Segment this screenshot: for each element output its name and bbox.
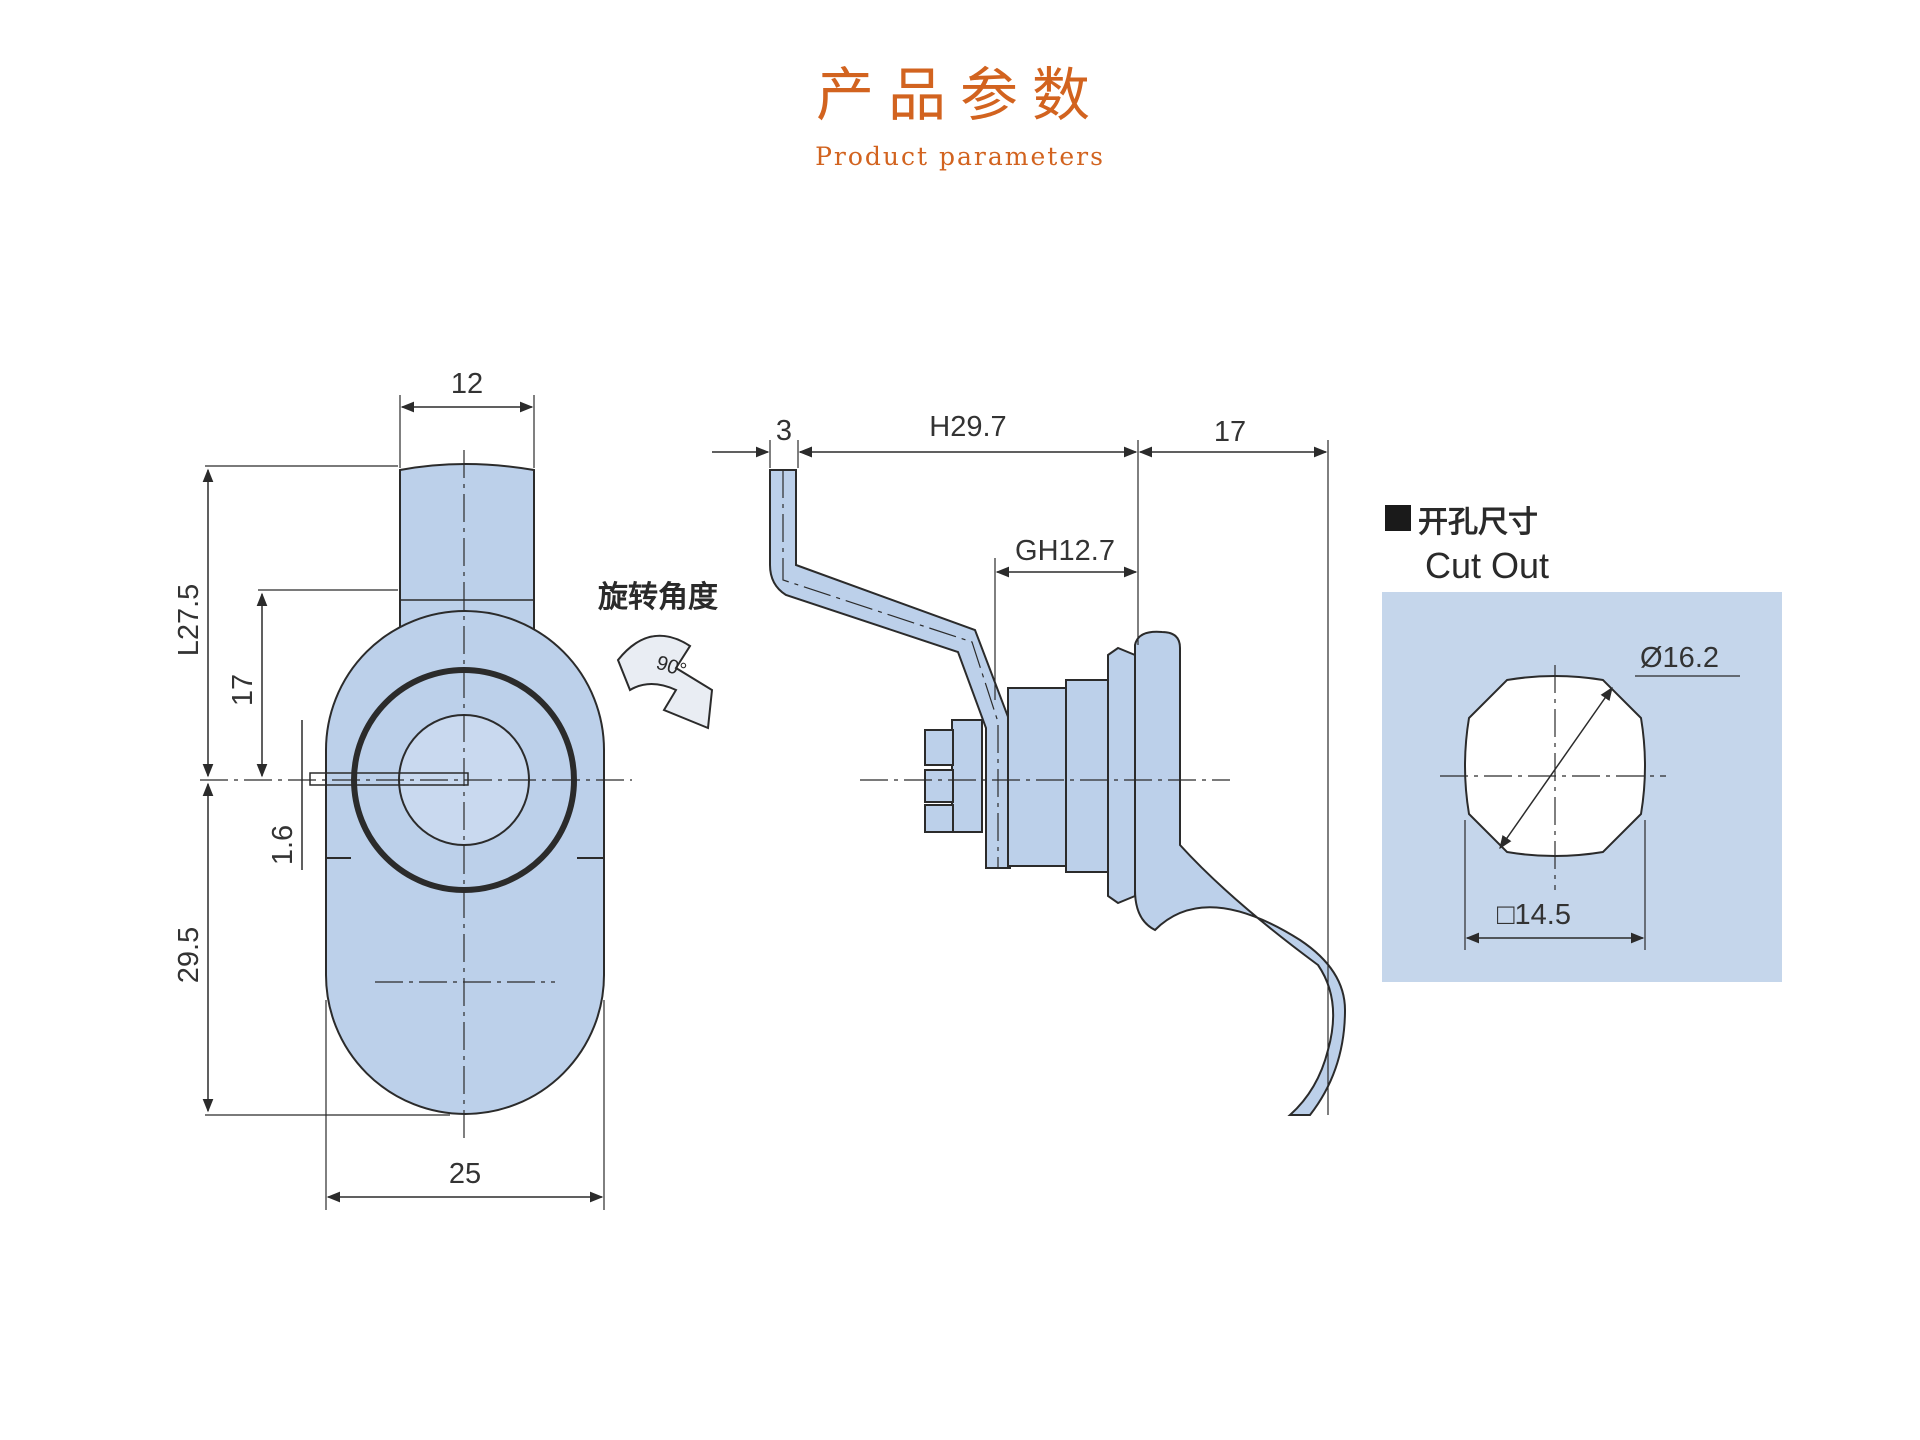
key-slot xyxy=(309,772,469,786)
cutout-bullet-icon xyxy=(1385,505,1411,531)
cutout-title-en: Cut Out xyxy=(1425,545,1549,586)
cam-tongue xyxy=(399,463,535,661)
dim-slot-width: 1.6 xyxy=(267,825,299,865)
front-view xyxy=(200,395,632,1210)
page-header: 产品参数 Product parameters xyxy=(0,60,1920,171)
dim-overall-length: L27.5 xyxy=(173,584,205,657)
hex-nut xyxy=(1107,646,1136,905)
dim-lower-length: 29.5 xyxy=(173,927,205,983)
dim-extension: 17 xyxy=(1214,416,1246,448)
handle-lever xyxy=(1134,630,1347,1116)
dim-total-height: H29.7 xyxy=(929,411,1006,443)
nut-front xyxy=(1007,687,1067,867)
dim-lip: 3 xyxy=(776,415,792,447)
dim-grip-height: GH12.7 xyxy=(1015,535,1115,567)
rotation-arrow-icon xyxy=(616,634,714,730)
dim-line-cutout-diameter xyxy=(1499,686,1613,850)
rotation-label: 旋转角度 xyxy=(598,580,718,615)
cutout-shape xyxy=(1440,665,1740,950)
page-title: 产品参数 xyxy=(815,61,1104,129)
dim-key-slot-height: 17 xyxy=(227,674,259,706)
screw-head xyxy=(924,719,983,833)
thread-body xyxy=(1065,679,1111,873)
cutout-title-cn: 开孔尺寸 xyxy=(1418,505,1538,540)
dim-cutout-diameter: Ø16.2 xyxy=(1640,642,1719,674)
cam-arm xyxy=(769,469,1011,869)
dim-cutout-flat: □14.5 xyxy=(1497,899,1571,931)
page-subtitle: Product parameters xyxy=(815,142,1105,171)
side-view xyxy=(712,440,1347,1116)
dim-top-width: 12 xyxy=(451,368,483,400)
dim-overall-width: 25 xyxy=(449,1158,481,1190)
